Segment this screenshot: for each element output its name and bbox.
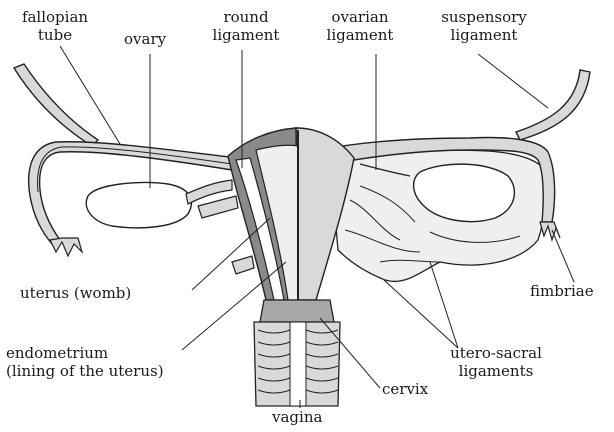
left-ovary bbox=[86, 183, 191, 228]
right-fimbriae bbox=[540, 222, 560, 240]
label-ovarian-ligament-line2: ligament bbox=[312, 26, 408, 44]
label-cervix: cervix bbox=[382, 380, 428, 398]
round-ligament-stub-lower bbox=[232, 256, 254, 274]
label-fimbriae: fimbriae bbox=[530, 282, 594, 300]
label-uterus: uterus (womb) bbox=[20, 284, 131, 302]
leader-suspensory-ligament bbox=[478, 54, 548, 108]
label-round-ligament-line1: round bbox=[200, 8, 292, 26]
label-fallopian-tube-line1: fallopian bbox=[14, 8, 96, 26]
vagina-canal bbox=[290, 322, 306, 406]
label-endometrium: endometrium (lining of the uterus) bbox=[6, 344, 164, 380]
round-ligament-stub-upper bbox=[198, 196, 238, 218]
left-fimbriae bbox=[50, 238, 82, 256]
label-suspensory-ligament-line2: ligament bbox=[424, 26, 544, 44]
label-utero-sacral: utero-sacral ligaments bbox=[430, 344, 562, 380]
label-round-ligament-line2: ligament bbox=[200, 26, 292, 44]
label-endometrium-line2: (lining of the uterus) bbox=[6, 362, 164, 380]
label-ovary: ovary bbox=[124, 30, 166, 48]
suspensory-ligament-left bbox=[14, 64, 98, 146]
leader-fimbriae bbox=[552, 230, 574, 282]
label-fallopian-tube-line2: tube bbox=[14, 26, 96, 44]
label-vagina: vagina bbox=[272, 408, 322, 426]
label-suspensory-ligament-line1: suspensory bbox=[424, 8, 544, 26]
label-utero-sacral-line1: utero-sacral bbox=[430, 344, 562, 362]
label-round-ligament: round ligament bbox=[200, 8, 292, 44]
label-ovarian-ligament: ovarian ligament bbox=[312, 8, 408, 44]
label-ovarian-ligament-line1: ovarian bbox=[312, 8, 408, 26]
label-endometrium-line1: endometrium bbox=[6, 344, 164, 362]
label-suspensory-ligament: suspensory ligament bbox=[424, 8, 544, 44]
cervix-neck bbox=[260, 300, 334, 322]
label-utero-sacral-line2: ligaments bbox=[430, 362, 562, 380]
label-fallopian-tube: fallopian tube bbox=[14, 8, 96, 44]
suspensory-ligament-right bbox=[516, 70, 590, 140]
